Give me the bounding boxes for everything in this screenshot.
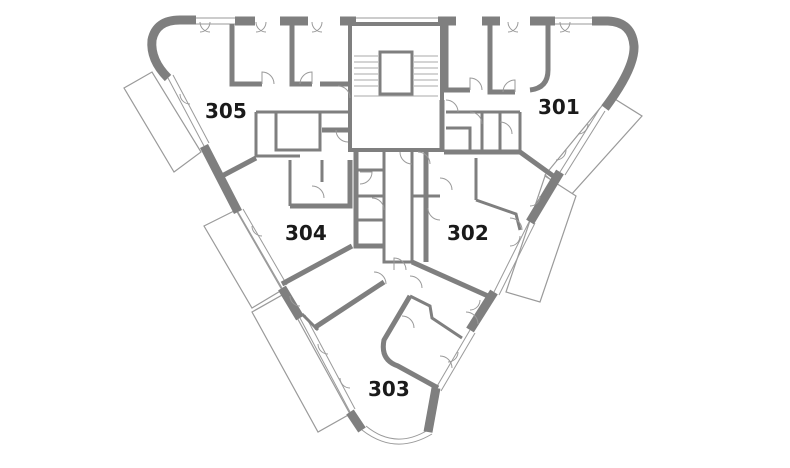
unit-label-303: 303 [368, 377, 410, 401]
stair-core [348, 22, 444, 264]
exterior-walls [147, 15, 639, 433]
unit-label-301: 301 [538, 95, 580, 119]
doors [179, 21, 589, 389]
balconies [123, 71, 643, 433]
balcony-east-lower [505, 175, 577, 303]
balcony-west-upper [123, 71, 202, 173]
unit-label-305: 305 [205, 99, 247, 123]
unit-label-302: 302 [447, 221, 489, 245]
unit-labels: 305 301 304 302 303 [205, 95, 580, 401]
glazing [167, 17, 606, 445]
unit-label-304: 304 [285, 221, 327, 245]
interior-walls [220, 24, 558, 391]
balcony-west-middle [203, 209, 283, 309]
